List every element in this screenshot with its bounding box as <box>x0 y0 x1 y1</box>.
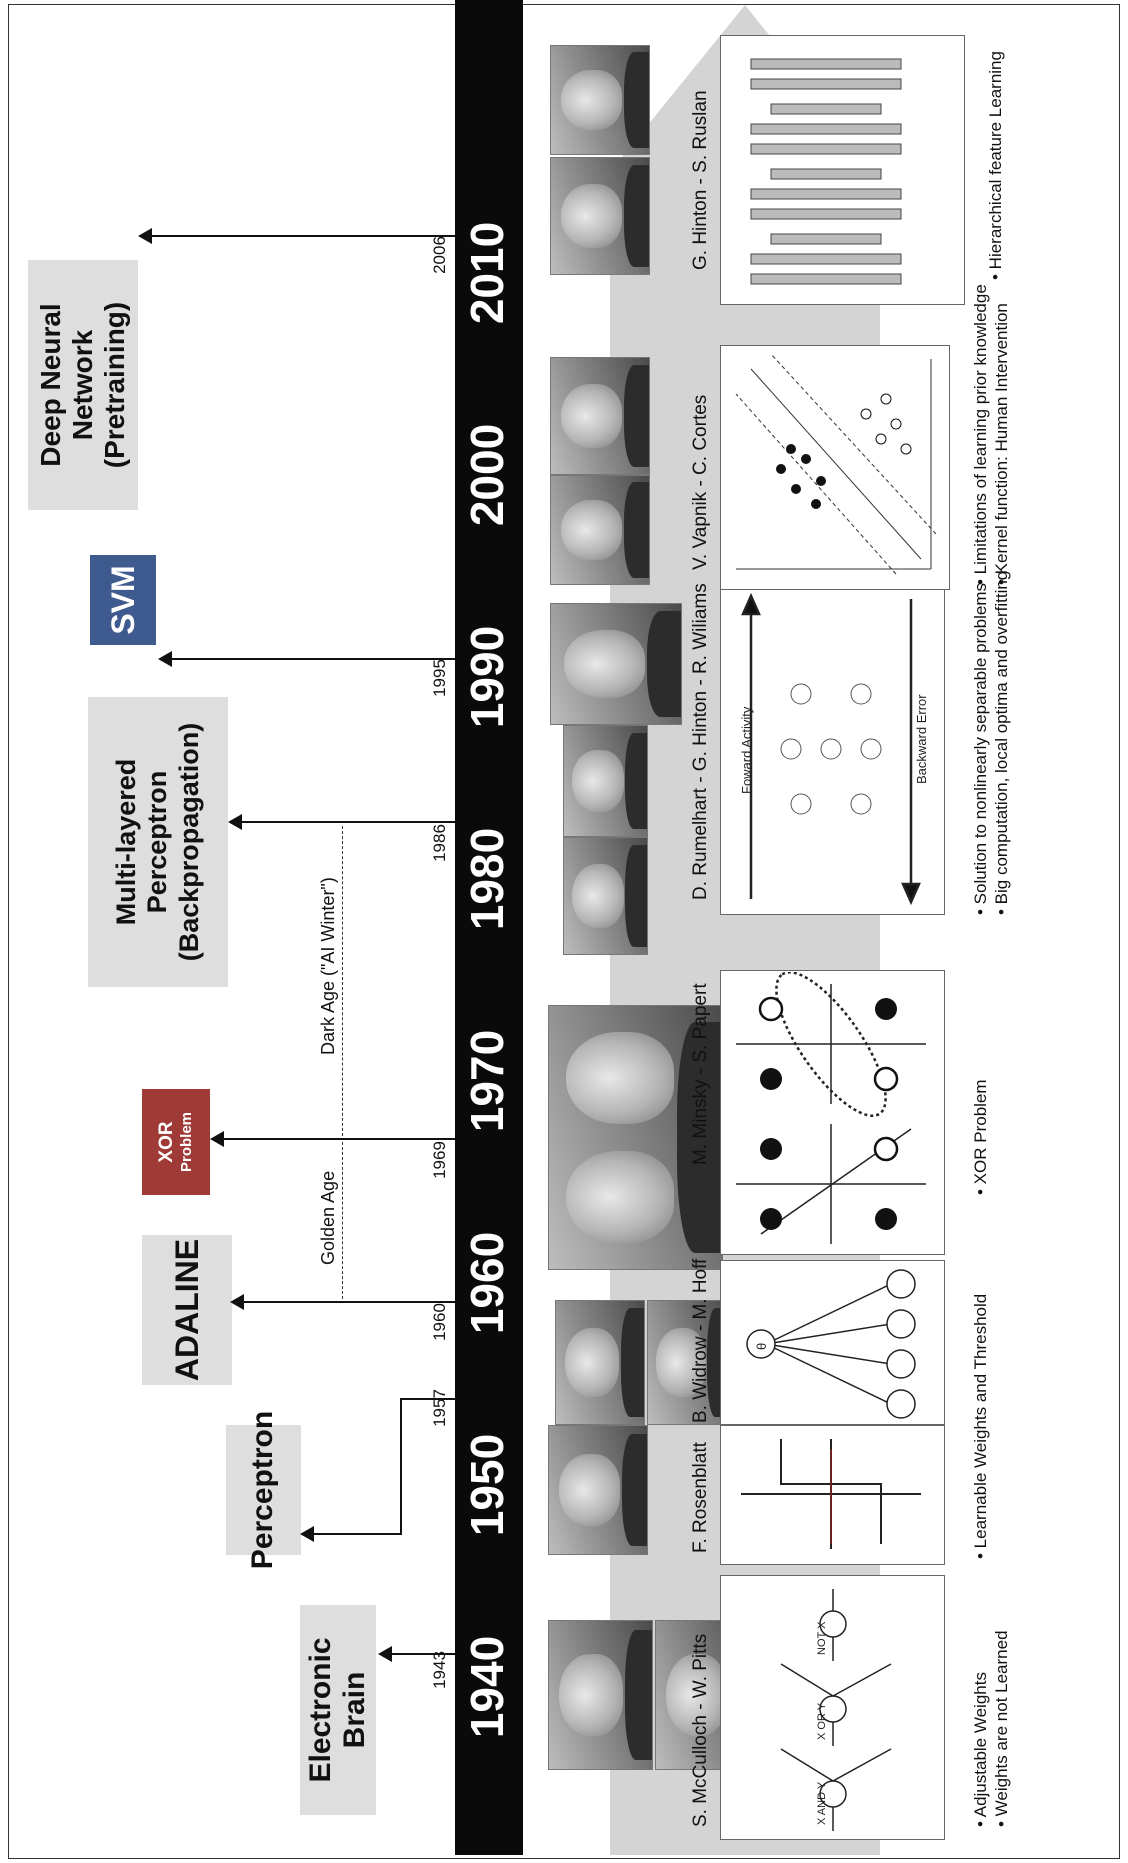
bullet-adaline: • Learnable Weights and Threshold <box>971 1293 990 1559</box>
year-label: 1986 <box>430 824 449 862</box>
names-minsky-papert: M. Minsky - S. Papert <box>690 983 711 1165</box>
names-rumelhart-hinton-williams: D. Rumelhart - G. Hinton - R. Wiliams <box>690 583 711 900</box>
photo-hinton <box>563 725 648 837</box>
arrow-up-icon <box>210 1131 224 1147</box>
year-label: 1943 <box>430 1651 449 1689</box>
year-label: 1969 <box>430 1141 449 1179</box>
photo-rosenblatt <box>548 1425 648 1555</box>
era-golden-age-span <box>342 1142 343 1299</box>
names-rosenblatt: F. Rosenblatt <box>690 1442 711 1553</box>
photo-hinton-2006 <box>550 157 650 275</box>
connector-line <box>222 1138 455 1140</box>
diagram-step-function <box>720 1425 945 1565</box>
bullet-logic: • Adjustable Weights• Weights are not Le… <box>971 1630 1012 1827</box>
arrow-up-icon <box>300 1526 314 1542</box>
era-dark-age-span <box>342 826 343 1136</box>
diagram-svm <box>720 345 950 590</box>
logic-label: NOT X <box>816 1621 828 1655</box>
logic-units-svg: X AND Y X OR Y NOT X <box>780 1589 892 1831</box>
arrow-up-icon <box>158 651 172 667</box>
arrow-up-icon <box>138 228 152 244</box>
photo-cortes <box>550 357 650 475</box>
connector-line <box>240 821 455 823</box>
photo-hoff <box>647 1300 729 1425</box>
diagram-adaline: θ <box>720 1260 945 1425</box>
decade-label: 1990 <box>461 625 513 729</box>
arrow-up-icon <box>228 814 242 830</box>
names-mcculloch-pitts: S. McCulloch - W. Pitts <box>690 1633 711 1827</box>
milestone-svm: SVM <box>90 555 156 645</box>
decade-label: 1970 <box>461 1029 513 1133</box>
svm-svg <box>735 353 937 575</box>
photo-rumelhart <box>563 837 648 955</box>
names-vapnik-cortes: V. Vapnik - C. Cortes <box>690 394 711 570</box>
xor-svg <box>736 971 926 1244</box>
decade-label: 1940 <box>461 1635 513 1739</box>
decade-label: 2000 <box>461 423 513 527</box>
backward-label: Backward Error <box>914 694 929 784</box>
photo-mcculloch <box>548 1620 653 1770</box>
connector-line <box>242 1301 455 1303</box>
logic-label: X OR Y <box>816 1702 828 1740</box>
photo-williams <box>550 603 682 725</box>
diagram-xor <box>720 970 945 1255</box>
bullet-backprop: • Solution to nonlinearly separable prob… <box>971 570 1012 915</box>
frame <box>8 4 1120 1859</box>
connector-line <box>150 235 455 237</box>
bullet-deep-learning: • Hierarchical feature Learning <box>986 51 1005 280</box>
era-label-dark-age: Dark Age ("AI Winter") <box>318 877 338 1055</box>
adaline-svg: θ <box>746 1269 916 1419</box>
year-label: 1960 <box>430 1303 449 1341</box>
connector-line <box>312 1533 402 1535</box>
names-hinton-ruslan: G. Hinton - S. Ruslan <box>690 90 711 270</box>
photo-vapnik <box>550 475 650 585</box>
step-function-svg <box>741 1439 921 1549</box>
photo-widrow <box>555 1300 645 1425</box>
forward-label: Foward Activity <box>739 706 754 794</box>
milestone-deep-neural-network: Deep Neural Network(Pretraining) <box>28 260 138 510</box>
arrow-up-icon <box>378 1646 392 1662</box>
connector-line <box>400 1398 402 1535</box>
bullet-xor: • XOR Problem <box>971 1079 990 1195</box>
year-label: 1995 <box>430 659 449 697</box>
diagram-backpropagation: Foward Activity Backward Error <box>720 580 945 915</box>
decade-label: 1980 <box>461 827 513 931</box>
connector-line <box>170 658 455 660</box>
theta-label: θ <box>754 1343 769 1350</box>
arrow-up-icon <box>230 1294 244 1310</box>
backprop-svg: Foward Activity Backward Error <box>739 592 929 906</box>
milestone-perceptron: Perceptron <box>226 1411 301 1569</box>
decade-label: 1960 <box>461 1231 513 1335</box>
milestone-electronic-brain: Electronic Brain <box>300 1605 376 1815</box>
decade-label: 1950 <box>461 1433 513 1537</box>
names-widrow-hoff: B. Widrow - M. Hoff <box>690 1258 711 1423</box>
year-label: 1957 <box>430 1389 449 1427</box>
diagram-hierarchical-features <box>720 35 965 305</box>
decade-label: 2010 <box>461 221 513 325</box>
year-label: 2006 <box>430 236 449 274</box>
milestone-adaline: ADALINE <box>142 1235 232 1385</box>
diagram-logic-units: X AND Y X OR Y NOT X <box>720 1575 945 1840</box>
bullet-svm: • Limitations of learning prior knowledg… <box>971 284 1012 585</box>
logic-label: X AND Y <box>816 1781 828 1825</box>
era-label-golden-age: Golden Age <box>318 1170 338 1265</box>
photo-ruslan <box>550 45 650 155</box>
hierarchical-svg <box>750 58 902 285</box>
